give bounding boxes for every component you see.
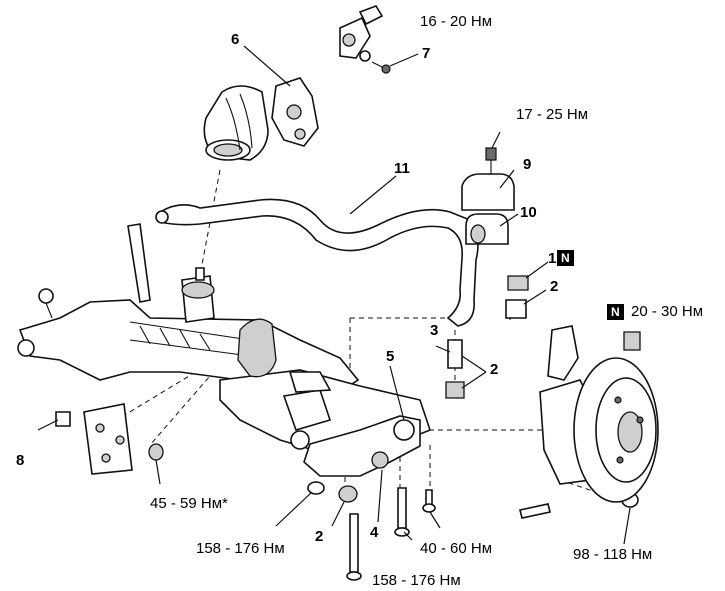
torque-label-lower-arm-rear: 158 - 176 Нм [372,572,461,589]
torque-label-lower-arm-front: 158 - 176 Нм [196,540,285,557]
leader-lines [37,45,631,545]
torque-label-balljoint: 40 - 60 Нм [420,540,493,557]
steering-shaft-joint [339,5,391,74]
steering-column-boot [203,77,319,161]
lower-control-arm [303,415,421,503]
torque-label-knuckle: 98 - 118 Нм [573,546,653,563]
callout-4: 4 [370,524,379,541]
new-part-badge: N [557,250,574,266]
torque-label-steering-joint: 16 - 20 Нм [420,13,493,30]
crossmember-bracket [55,403,164,475]
torque-label-crossmember: 45 - 59 Нм* [150,495,228,512]
callout-7: 7 [422,45,431,62]
bolts [346,487,639,581]
callout-8: 8 [16,452,25,469]
steering-rack [17,223,360,393]
callout-2-middle: 2 [490,361,499,378]
callout-2-lower: 2 [315,528,324,545]
callout-6: 6 [231,31,240,48]
callout-1: 1 [548,250,557,267]
new-part-badge: N [607,304,624,320]
stabilizer-bar [155,198,479,327]
callout-10: 10 [520,204,537,221]
callout-9: 9 [523,156,532,173]
stabilizer-mount-parts [445,147,641,399]
callout-11: 11 [394,160,410,177]
torque-label-stab-link-nut: 20 - 30 Нм [631,303,704,320]
callout-2-upper: 2 [550,278,559,295]
steering-knuckle-and-disc [539,325,659,503]
callout-3: 3 [430,322,439,339]
torque-label-bracket-bolt: 17 - 25 Нм [516,106,589,123]
callout-5: 5 [386,348,395,365]
